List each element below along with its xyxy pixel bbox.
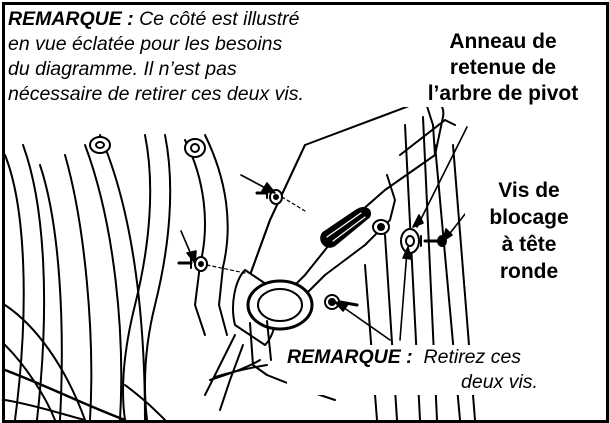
callout-ring-line-3: l’arbre de pivot (427, 82, 579, 105)
center-tubes (122, 134, 229, 420)
callout-carriage-bolts: Vis de blocage à tête ronde (465, 177, 593, 285)
note-bottom-text-1: Retirez ces (423, 346, 522, 368)
note-bottom-label: REMARQUE : (287, 346, 413, 368)
callout-screws-line-3: à tête (501, 233, 557, 256)
note-top-text-1: Ce côté est illustré (139, 8, 300, 30)
note-top-line-2: en vue éclatée pour les besoins (8, 33, 283, 55)
left-frame-tubes (5, 134, 166, 420)
callout-screws-line-1: Vis de (498, 179, 560, 202)
callout-ring-line-1: Anneau de (449, 30, 557, 53)
note-top-label: REMARQUE : (8, 8, 134, 30)
pivot-arm-bracket (249, 98, 456, 311)
note-bottom-line-1: REMARQUE : Retirez ces (287, 345, 599, 370)
note-top-line-4: nécessaire de retirer ces deux vis. (8, 83, 304, 105)
callout-screws-line-2: blocage (489, 206, 569, 229)
callout-leader-lines (180, 126, 470, 341)
callout-screws-line-4: ronde (499, 260, 559, 283)
note-top: REMARQUE : Ce côté est illustré en vue é… (8, 7, 393, 107)
note-bottom: REMARQUE : Retirez ces deux vis. (287, 345, 599, 395)
note-top-line-1: REMARQUE : Ce côté est illustré (8, 7, 393, 32)
retaining-ring (204, 269, 336, 411)
note-top-line-3: du diagramme. Il n’est pas (8, 58, 237, 80)
callout-ring-line-2: retenue de (449, 56, 557, 79)
callout-pivot-ring: Anneau de retenue de l’arbre de pivot (403, 29, 603, 107)
note-bottom-line-2: deux vis. (461, 371, 538, 393)
